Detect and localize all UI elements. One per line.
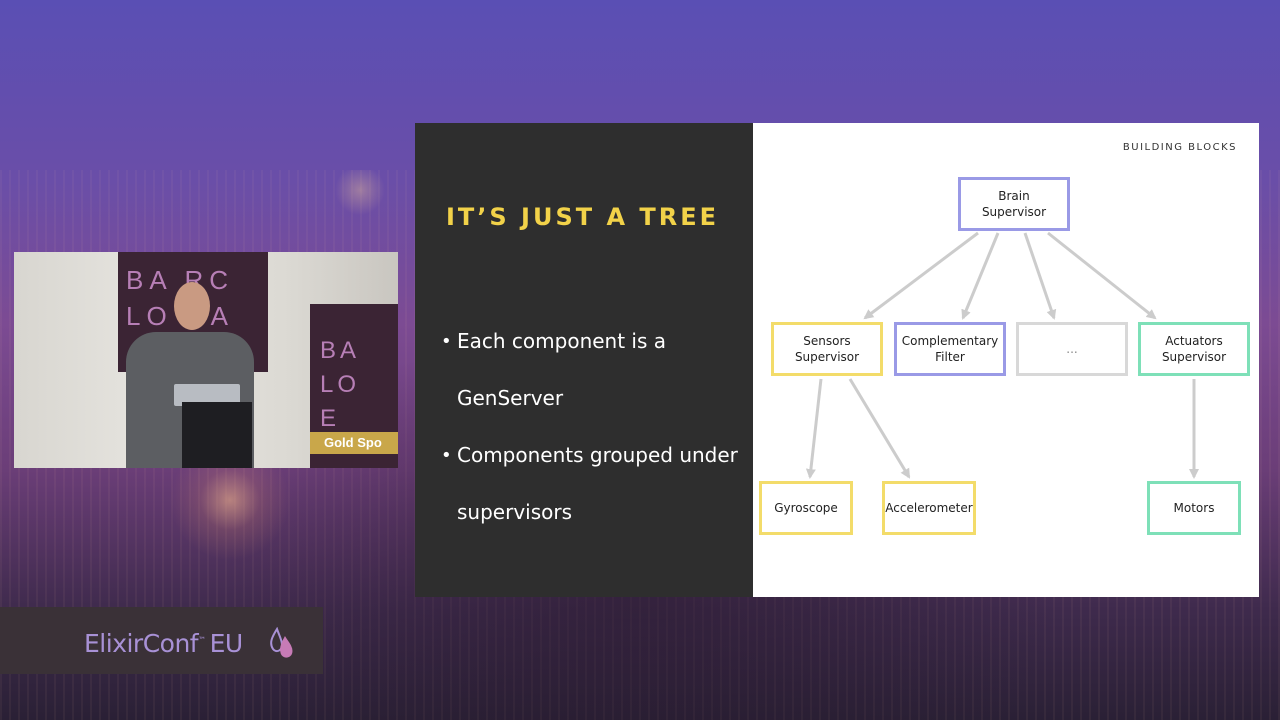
node-sensors-supervisor: Sensors Supervisor: [771, 322, 883, 376]
edge-sensors-accelerometer: [848, 378, 911, 479]
banner-right-bar: Gold Spo: [310, 432, 398, 454]
node-actuators-supervisor: Actuators Supervisor: [1138, 322, 1250, 376]
edge-brain-sensors: [863, 231, 979, 320]
node-accelerometer: Accelerometer: [882, 481, 976, 535]
banner-right: BA LO E Gold Spo: [310, 304, 398, 468]
laptop: [174, 384, 240, 406]
node-ellipsis-label: ...: [1066, 342, 1078, 356]
section-label: BUILDING BLOCKS: [1122, 142, 1237, 153]
node-motors: Motors: [1147, 481, 1241, 535]
slide-right-panel: BUILDING BLOCKS Brain Supervisor Sensors…: [753, 123, 1259, 597]
bullet-item-supervisors: Components grouped under supervisors: [441, 427, 741, 541]
bullet-list: Each component is a GenServer Components…: [441, 313, 741, 541]
node-brain-label: Brain Supervisor: [981, 189, 1047, 219]
tree-edges: [805, 231, 1199, 479]
elixir-drop-icon: [270, 627, 293, 658]
node-motors-label: Motors: [1173, 501, 1215, 515]
edge-sensors-gyroscope: [805, 378, 823, 479]
logo-suffix: EU: [209, 629, 244, 658]
edge-brain-ellipsis: [1023, 232, 1057, 320]
node-ellipsis: ...: [1016, 322, 1128, 376]
node-complementary-label: Complementary Filter: [901, 334, 999, 364]
slide-title: IT’S JUST A TREE: [446, 203, 720, 231]
bullet-item-genserver: Each component is a GenServer: [441, 313, 741, 427]
node-complementary-filter: Complementary Filter: [894, 322, 1006, 376]
logo-name: ElixirConf: [84, 629, 199, 658]
node-accelerometer-label: Accelerometer: [885, 501, 973, 515]
banner-right-letters: BA LO E: [320, 337, 361, 432]
banner-right-caption: Gold Spo: [324, 435, 382, 450]
node-actuators-label: Actuators Supervisor: [1161, 334, 1227, 364]
podium: [182, 402, 252, 468]
node-brain-supervisor: Brain Supervisor: [958, 177, 1070, 231]
node-sensors-label: Sensors Supervisor: [794, 334, 860, 364]
edge-brain-actuators: [1047, 231, 1157, 320]
slide-left-panel: IT’S JUST A TREE Each component is a Gen…: [415, 123, 753, 597]
node-gyroscope: Gyroscope: [759, 481, 853, 535]
node-gyroscope-label: Gyroscope: [774, 501, 838, 515]
edge-brain-complementary: [961, 232, 1000, 320]
speaker-video: BA RC LO NA BA LO E Gold Spo: [14, 252, 398, 468]
speaker-head: [174, 282, 210, 330]
logo-tm: ™: [198, 635, 206, 645]
